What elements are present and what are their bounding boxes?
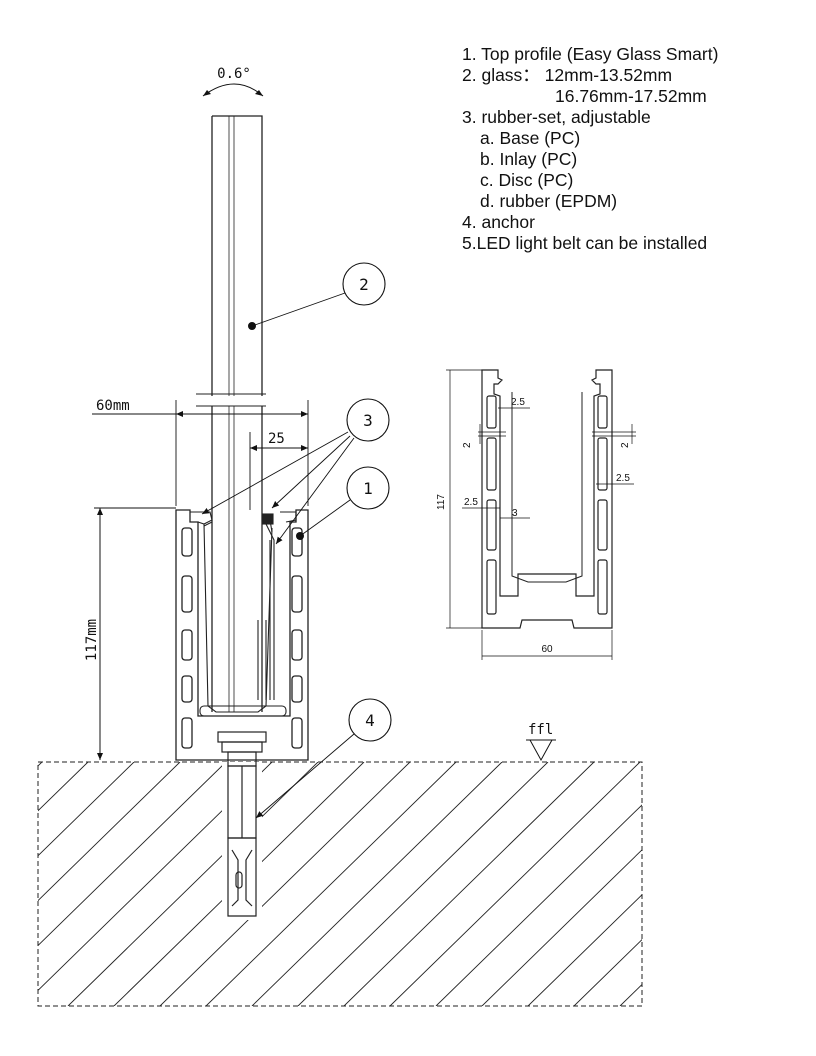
height-dimension-label: 117mm [84,619,100,661]
top-profile-side [175,509,309,761]
dimensions-main [92,400,309,760]
glass-panel [196,115,266,712]
width-dimension-label: 60mm [96,398,130,414]
section-inner-label: 3 [512,508,518,519]
section-height-label: 117 [436,494,447,510]
legend-item-3b: b. Inlay (PC) [480,149,578,169]
section-wall-left-label: 2.5 [464,497,478,508]
section-gap-left-label: 2 [462,442,473,448]
callout-4: 4 [255,698,392,819]
floor-level-label: ffl [528,722,553,738]
callout-3-number: 3 [363,411,373,430]
legend-item-4: 4. anchor [462,212,535,232]
section-wall-right-label: 2.5 [616,473,630,484]
legend-item-3a: a. Base (PC) [480,128,581,148]
parts-legend: 1. Top profile (Easy Glass Smart) 2. gla… [462,44,718,254]
legend-item-3d: d. rubber (EPDM) [480,191,618,211]
section-width-label: 60 [541,644,553,655]
tilt-angle: 0.6° [202,66,264,97]
floor-level-marker: ffl [526,722,556,762]
callout-1: 1 [296,466,390,540]
callout-2: 2 [248,262,386,330]
anchor-bolt [217,731,267,917]
profile-cross-section [481,369,613,629]
legend-item-2: 2. glass： 12mm-13.52mm [462,65,673,85]
legend-item-3c: c. Disc (PC) [480,170,574,190]
section-gap-right-label: 2 [620,442,631,448]
legend-item-3: 3. rubber-set, adjustable [462,107,651,127]
concrete-slab [37,761,643,1007]
legend-item-5: 5.LED light belt can be installed [462,233,708,253]
rubber-set [199,513,287,717]
callout-1-number: 1 [363,479,373,498]
callout-4-number: 4 [365,711,375,730]
callout-3: 3 [201,398,390,545]
legend-item-1: 1. Top profile (Easy Glass Smart) [462,44,719,64]
tilt-angle-label: 0.6° [217,66,251,82]
offset-dimension-label: 25 [268,431,285,447]
section-dimensions [446,369,636,660]
slab-hatching [38,762,642,1006]
legend-item-2-range: 16.76mm-17.52mm [555,86,707,106]
section-wall-top-label: 2.5 [511,397,525,408]
callout-2-number: 2 [359,275,369,294]
